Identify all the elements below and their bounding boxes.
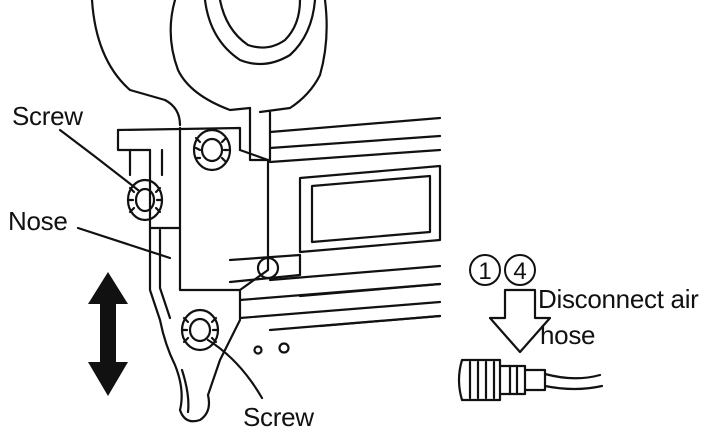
leader-nose	[76, 226, 172, 260]
up-down-arrow-icon	[88, 272, 128, 396]
screw-top-left	[126, 148, 164, 222]
screw-top-label: Screw	[12, 101, 83, 131]
screw-bottom	[180, 308, 220, 352]
instruction-line-1: Disconnect air	[538, 284, 699, 314]
step-number-4: 4	[513, 258, 526, 285]
nose-plate	[116, 126, 302, 423]
nose-label: Nose	[8, 206, 68, 236]
leader-screw-bottom	[206, 338, 264, 400]
step-number-badges: 1 4	[469, 254, 536, 286]
leader-screw-top	[58, 128, 140, 192]
step-number-1: 1	[478, 258, 491, 285]
air-hose-coupler-icon	[457, 358, 604, 402]
screw-bottom-label: Screw	[243, 402, 314, 432]
screw-top-right	[192, 128, 232, 172]
tool-body	[90, 0, 328, 162]
magazine	[238, 116, 442, 355]
down-arrow-icon	[488, 288, 552, 354]
instruction-line-2: hose	[540, 320, 596, 350]
